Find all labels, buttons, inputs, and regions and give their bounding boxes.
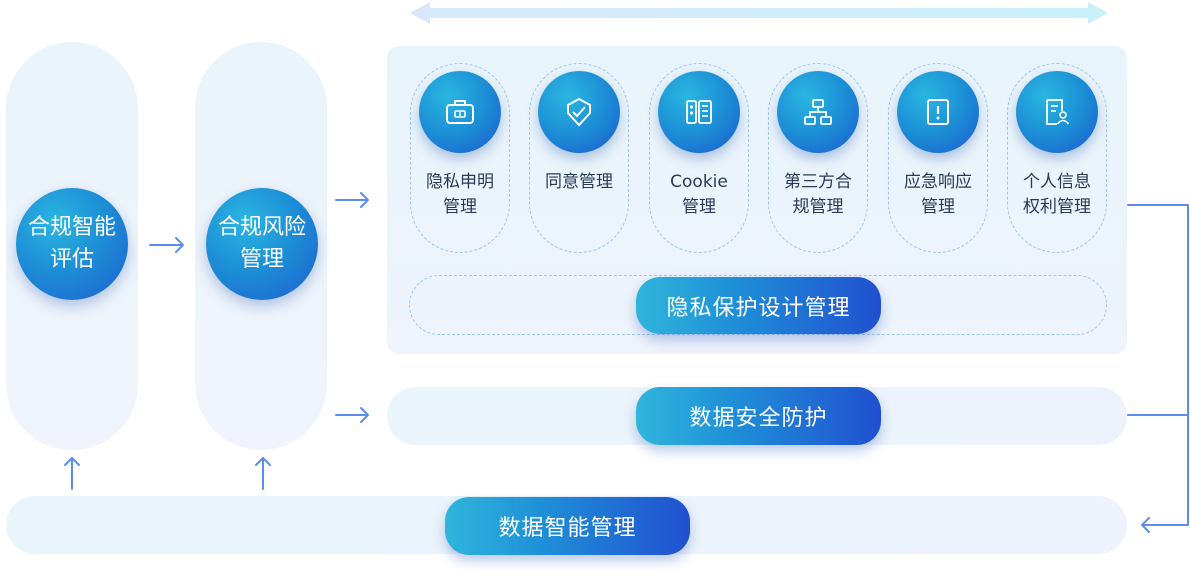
data-intelligence-button[interactable]: 数据智能管理: [445, 497, 690, 555]
arrow-right-icon: [335, 407, 369, 423]
privacy-column-statement: [410, 63, 510, 253]
label-line: Cookie: [670, 172, 728, 192]
label-line: 隐私申明: [426, 172, 494, 192]
privacy-item-third-party[interactable]: [777, 71, 859, 153]
server-cookie-icon: [686, 100, 712, 124]
arrow-right-icon: [149, 237, 184, 253]
label-line: 应急响应: [904, 172, 972, 192]
risk-line1: 合规风险: [217, 215, 306, 240]
privacy-label-consent: 同意管理: [524, 170, 634, 195]
feedback-connector: [1127, 204, 1189, 526]
privacy-column-cookie: [649, 63, 749, 253]
privacy-column-rights: [1007, 63, 1107, 253]
assessment-line1: 合规智能: [27, 215, 116, 240]
label-line: 第三方合: [784, 172, 852, 192]
label-line: 管理: [682, 197, 716, 217]
assessment-line2: 评估: [49, 247, 94, 272]
compliance-assessment-node[interactable]: 合规智能评估: [16, 188, 128, 300]
network-icon: [804, 99, 832, 125]
shield-check-icon: [567, 97, 591, 127]
arrow-left-icon: [1141, 517, 1150, 533]
person-document-icon: [1046, 99, 1070, 125]
privacy-item-emergency[interactable]: [897, 71, 979, 153]
arrow-right-icon: [335, 192, 369, 208]
privacy-label-rights: 个人信息 权利管理: [1002, 170, 1112, 220]
label-line: 同意管理: [545, 172, 613, 192]
top-double-arrow: [410, 2, 1108, 24]
privacy-label-statement: 隐私申明 管理: [405, 170, 515, 220]
label-line: 规管理: [792, 197, 844, 217]
label-line: 管理: [921, 197, 955, 217]
privacy-item-consent[interactable]: [538, 71, 620, 153]
label-line: 管理: [443, 197, 477, 217]
arrow-up-icon: [64, 457, 80, 490]
privacy-column-emergency: [888, 63, 988, 253]
privacy-design-button[interactable]: 隐私保护设计管理: [636, 277, 881, 334]
arrow-up-icon: [255, 457, 271, 490]
privacy-label-cookie: Cookie 管理: [644, 170, 754, 220]
privacy-label-emergency: 应急响应 管理: [883, 170, 993, 220]
briefcase-icon: [446, 100, 474, 124]
label-line: 个人信息: [1023, 172, 1091, 192]
privacy-label-third-party: 第三方合 规管理: [763, 170, 873, 220]
privacy-item-rights[interactable]: [1016, 71, 1098, 153]
data-security-button[interactable]: 数据安全防护: [636, 387, 881, 445]
privacy-item-statement[interactable]: [419, 71, 501, 153]
label-line: 权利管理: [1023, 197, 1091, 217]
privacy-design-band: [409, 275, 1107, 335]
alert-box-icon: [927, 99, 949, 125]
risk-line2: 管理: [239, 247, 284, 272]
privacy-column-third-party: [768, 63, 868, 253]
privacy-item-cookie[interactable]: [658, 71, 740, 153]
compliance-risk-node[interactable]: 合规风险管理: [206, 188, 318, 300]
privacy-column-consent: [529, 63, 629, 253]
